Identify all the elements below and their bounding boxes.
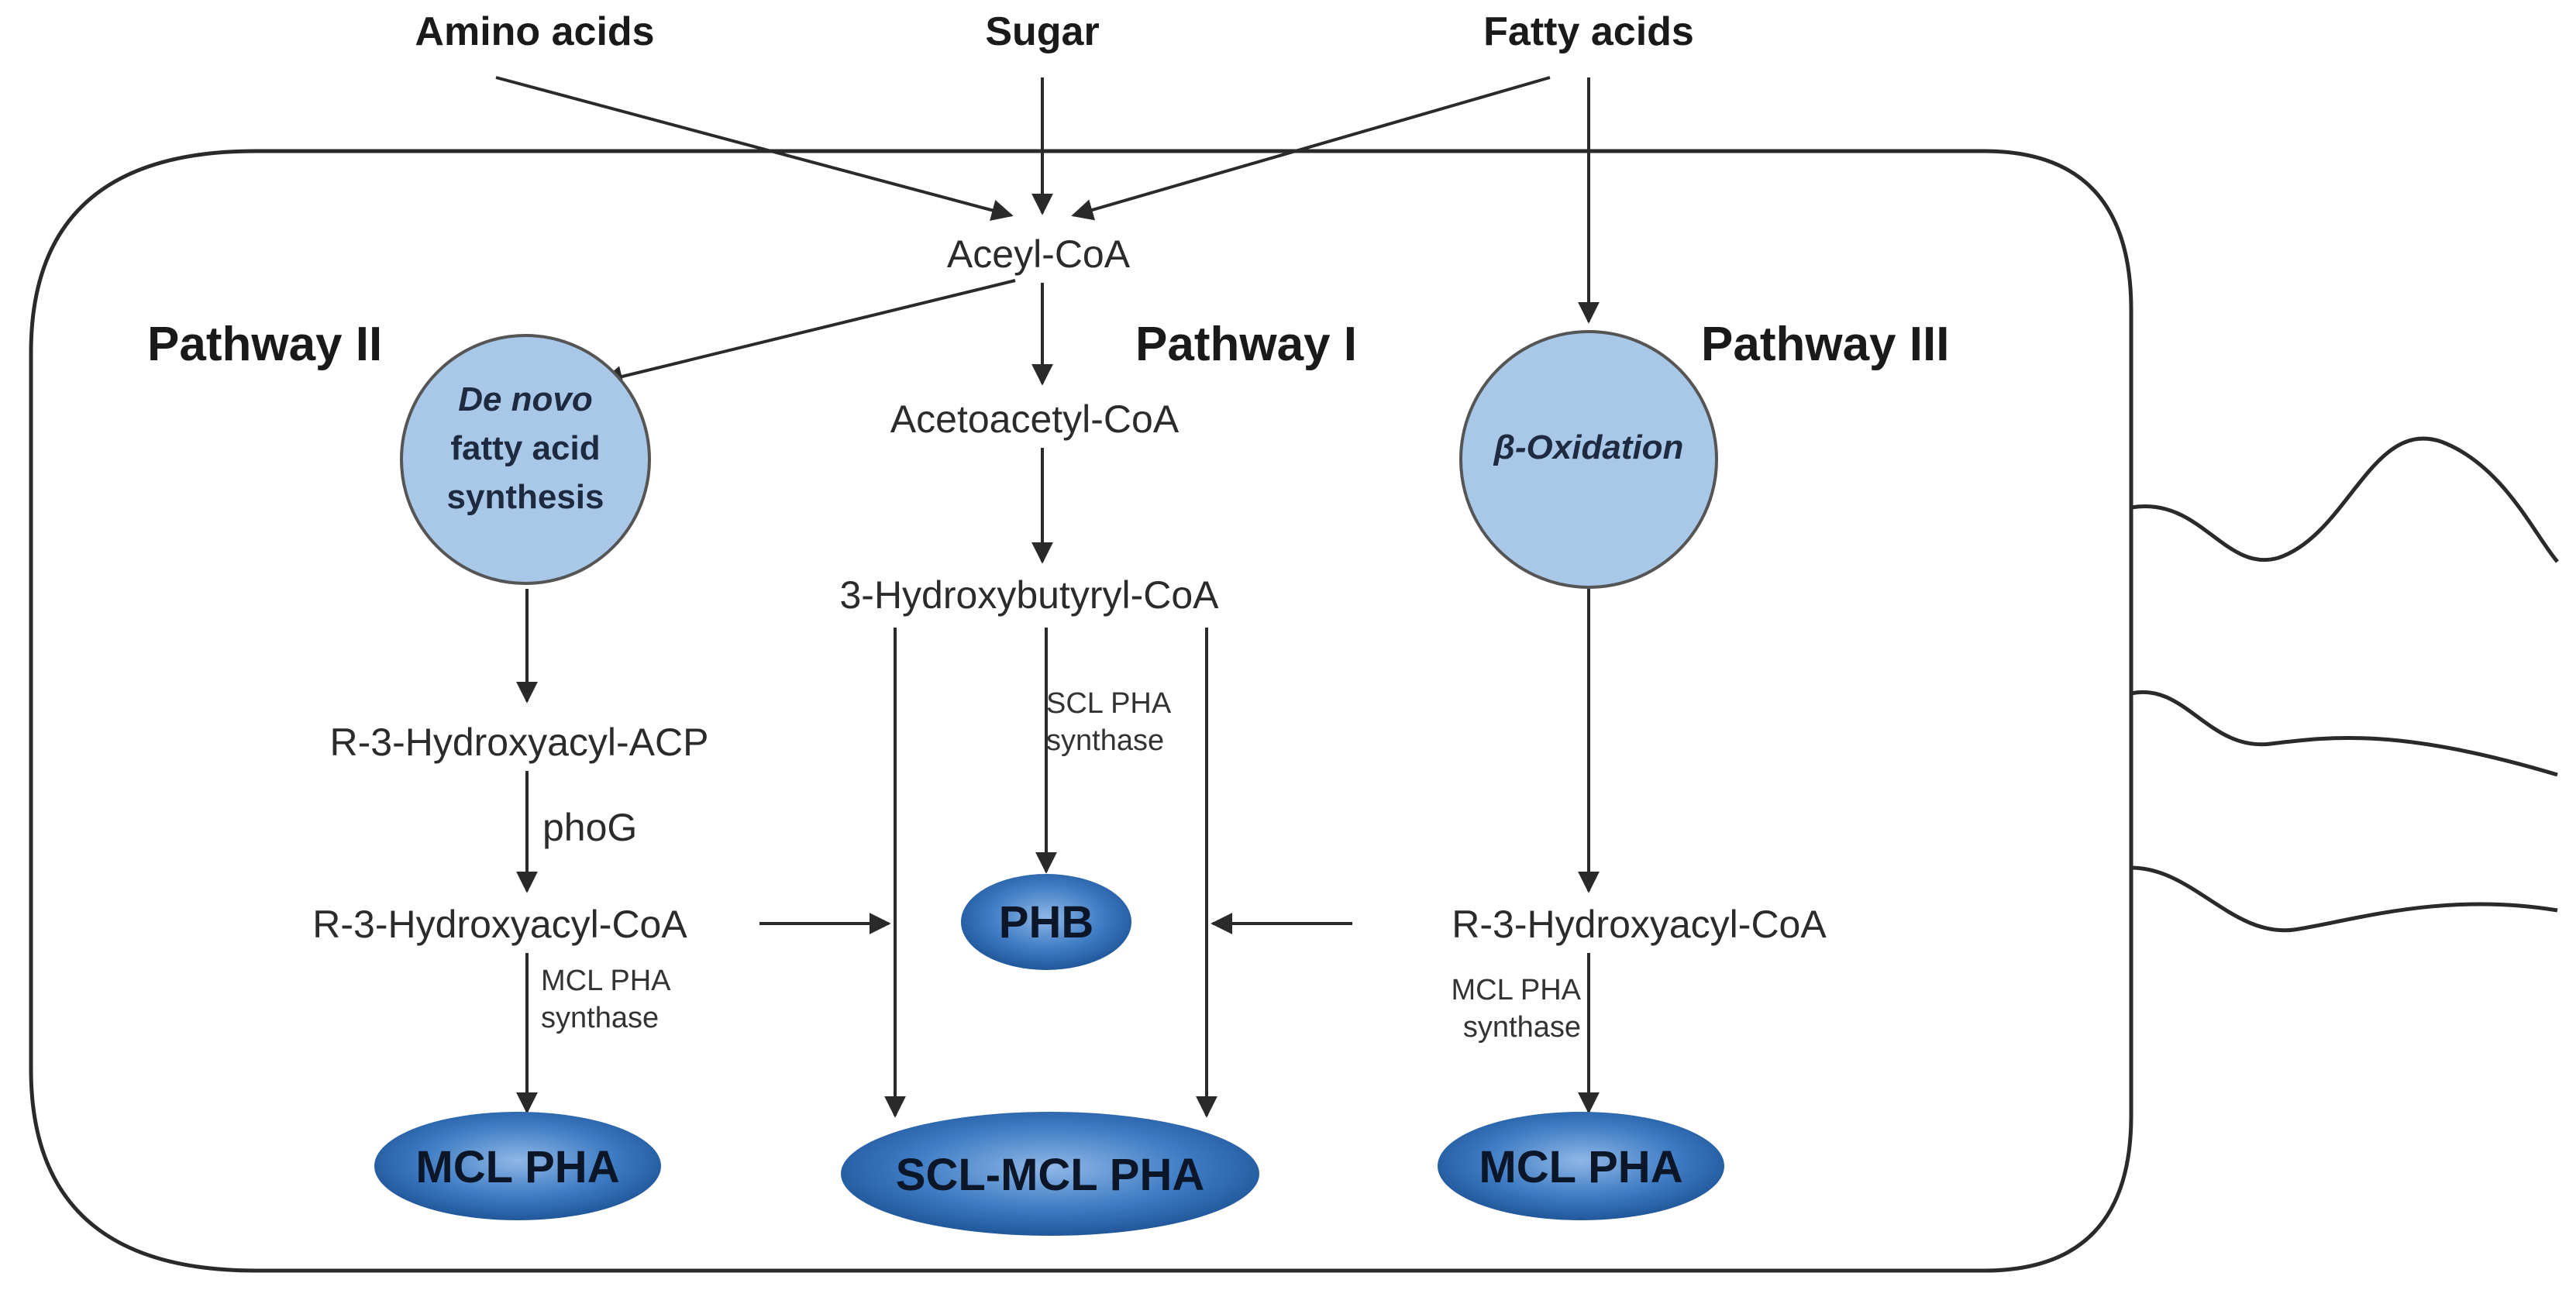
de-novo-label-line1: De novo xyxy=(458,380,593,418)
scl-pha-synthase-line1: SCL PHA xyxy=(1046,687,1172,720)
mcl-pha-synthase-right-line2: synthase xyxy=(1463,1011,1581,1044)
pathway-3-label: Pathway III xyxy=(1701,318,1949,371)
source-amino-acids: Amino acids xyxy=(415,9,654,54)
phog-enzyme: phoG xyxy=(542,806,637,849)
arrow-fatty-to-acetyl xyxy=(1071,76,1551,221)
source-sugar: Sugar xyxy=(985,9,1099,54)
acetyl-coa: Aceyl-CoA xyxy=(947,232,1131,276)
de-novo-synthesis-circle xyxy=(400,334,651,585)
mcl-pha-synthase-right-line1: MCL PHA xyxy=(1451,974,1581,1006)
arrow-amino-to-acetyl xyxy=(495,76,1014,222)
flagellum-top xyxy=(2130,436,2559,563)
hydroxybutyryl-coa: 3-Hydroxybutyryl-CoA xyxy=(839,573,1219,617)
acetoacetyl-coa: Acetoacetyl-CoA xyxy=(890,397,1180,441)
phb-label: PHB xyxy=(999,897,1093,948)
beta-oxidation-label: β-Oxidation xyxy=(1493,428,1684,466)
de-novo-label-line2: fatty acid xyxy=(450,429,600,467)
mcl-pha-synthase-left-line1: MCL PHA xyxy=(541,965,671,997)
mcl-pha-synthase-left-line2: synthase xyxy=(541,1002,659,1034)
hydroxyacyl-acp: R-3-Hydroxyacyl-ACP xyxy=(330,721,709,764)
hydroxyacyl-coa-left: R-3-Hydroxyacyl-CoA xyxy=(312,903,687,946)
pathway-2-label: Pathway II xyxy=(147,318,382,371)
scl-pha-synthase-line2: synthase xyxy=(1046,724,1164,757)
source-fatty-acids: Fatty acids xyxy=(1483,9,1694,54)
pathway-1-label: Pathway I xyxy=(1135,318,1357,371)
scl-mcl-pha-product xyxy=(841,1112,1259,1236)
mcl-pha-right-product xyxy=(1438,1112,1724,1220)
mcl-pha-left-product xyxy=(374,1112,661,1220)
flagellum-middle xyxy=(2130,690,2558,777)
hydroxyacyl-coa-right: R-3-Hydroxyacyl-CoA xyxy=(1452,903,1827,946)
scl-mcl-pha-label: SCL-MCL PHA xyxy=(896,1150,1204,1200)
mcl-pha-right-label: MCL PHA xyxy=(1479,1142,1682,1192)
beta-oxidation-circle xyxy=(1459,330,1718,589)
flagellum-bottom xyxy=(2130,865,2558,933)
arrow-acetyl-to-denovo xyxy=(601,279,1016,387)
mcl-pha-left-label: MCL PHA xyxy=(415,1142,619,1192)
cell-membrane xyxy=(29,149,2133,1273)
de-novo-label-line3: synthesis xyxy=(447,478,604,516)
phb-product xyxy=(961,874,1131,970)
